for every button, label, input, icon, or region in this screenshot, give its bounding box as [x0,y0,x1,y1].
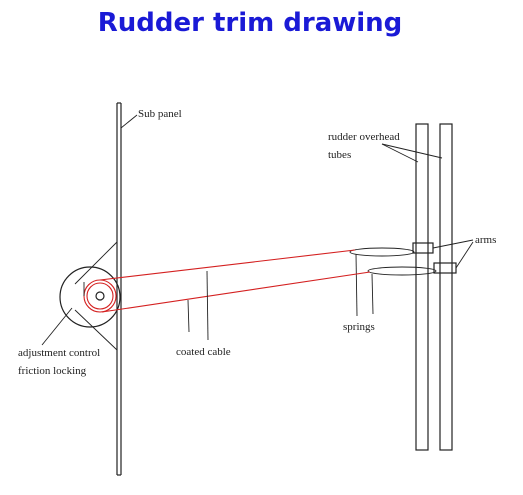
sub-panel [116,102,122,476]
bracket-lower [74,309,118,351]
springs-label: springs [343,321,375,333]
adjustment-label-line1: adjustment control [18,347,100,359]
cable-lower [101,271,371,313]
rudder-tubes-label-line1: rudder overhead [328,131,400,143]
arms-label: arms [475,234,496,246]
springs-leader-1 [355,253,358,317]
pulley-axle [95,291,105,301]
tubes-leader-left [381,143,419,163]
friction-disc [59,266,121,328]
arms-leader-upper [432,239,474,249]
spring-upper [349,247,415,257]
sub-panel-label: Sub panel [138,108,182,120]
coated-cable-label: coated cable [176,346,231,358]
diagram-title: Rudder trim drawing [97,8,403,38]
cable-pulley-inner [86,282,114,310]
coated-cable [99,249,371,313]
springs-leader-2 [371,273,374,315]
cable-leader-1 [206,270,209,341]
arm-lower [433,262,457,274]
cable-leader-2 [187,299,190,333]
adjustment-leader [41,307,73,346]
rudder-tube-right [439,123,453,451]
cable-upper [99,249,356,281]
cable-pulley-outer [83,279,117,313]
spring-lower [367,266,437,276]
adjustment-control [59,241,121,351]
arms-leader-lower [455,241,474,269]
sub-panel-leader [120,114,138,129]
adjustment-label-line2: friction locking [18,365,87,377]
bracket-upper [74,241,118,285]
tubes-leader-right [381,143,443,159]
rudder-tube-left [415,123,429,451]
rudder-tubes-label-line2: tubes [328,149,351,161]
